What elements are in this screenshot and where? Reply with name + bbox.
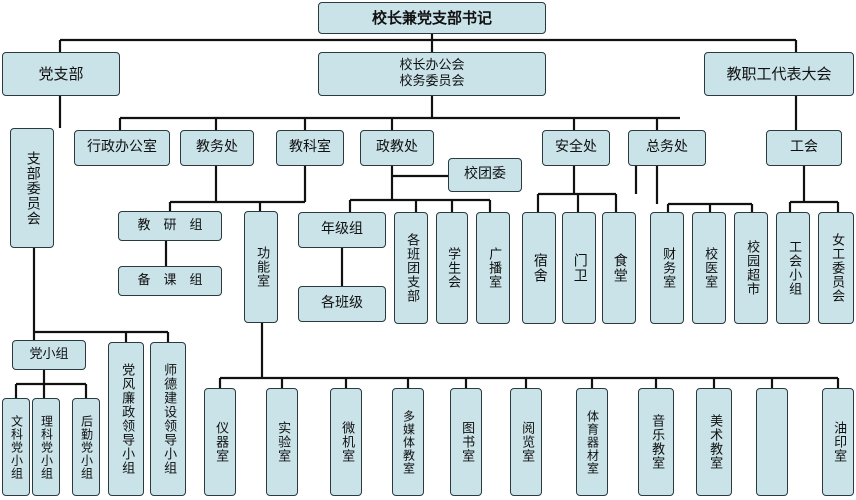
node-function-rooms-label: 功能室 <box>254 246 270 288</box>
node-clinic: 校医室 <box>692 212 726 324</box>
node-party-branch-label: 党支部 <box>38 64 84 83</box>
node-music-room: 音乐教室 <box>638 388 674 496</box>
node-computer-room: 微机室 <box>330 388 362 496</box>
node-lesson-prep-group-label: 备 课 组 <box>137 272 203 288</box>
node-arts-party-group: 文科党小组 <box>2 398 30 496</box>
node-lab-label: 实验室 <box>275 421 291 463</box>
node-canteen-label: 食堂 <box>611 253 628 283</box>
node-party-group-label: 党小组 <box>29 346 69 362</box>
node-union-group: 工会小组 <box>776 212 810 324</box>
node-instrument-room-label: 仪器室 <box>213 421 229 463</box>
node-admin-office: 行政办公室 <box>74 130 170 166</box>
node-union-group-label: 工会小组 <box>786 240 802 296</box>
node-sports-room-label: 体育器材室 <box>585 409 600 475</box>
node-canteen: 食堂 <box>602 212 636 324</box>
node-computer-room-label: 微机室 <box>339 421 355 463</box>
node-youth-league-label: 校团委 <box>464 166 506 183</box>
node-academic-affairs-label: 教务处 <box>196 139 238 156</box>
node-research-office: 教科室 <box>276 130 344 166</box>
node-arts-party-group-label: 文科党小组 <box>9 414 24 480</box>
node-political-office: 政教处 <box>360 130 434 166</box>
node-party-branch: 党支部 <box>2 52 120 96</box>
node-library: 图书室 <box>450 388 482 496</box>
node-security-office: 安全处 <box>542 130 610 166</box>
node-general-affairs: 总务处 <box>628 130 706 166</box>
node-library-label: 图书室 <box>459 421 475 463</box>
node-broadcast-room-label: 广播室 <box>486 247 502 289</box>
node-teaching-research-group-label: 教 研 组 <box>137 217 203 233</box>
node-supermarket: 校园超市 <box>734 212 768 324</box>
node-finance-room-label: 财务室 <box>660 247 676 289</box>
node-multimedia-room-label: 多媒体教室 <box>401 409 416 475</box>
node-broadcast-room: 广播室 <box>476 212 510 324</box>
node-integrity-group: 党风廉政领导小组 <box>108 342 144 496</box>
node-security-office-label: 安全处 <box>555 139 597 156</box>
node-party-group: 党小组 <box>12 340 86 370</box>
node-clinic-label: 校医室 <box>702 247 718 289</box>
node-logistics-party-group: 后勤党小组 <box>72 398 100 496</box>
node-printing-room: 油印室 <box>822 388 854 496</box>
node-art-room-label: 美术教室 <box>707 414 723 470</box>
node-music-room-label: 音乐教室 <box>649 414 665 470</box>
node-art-room: 美术教室 <box>696 388 732 496</box>
node-league-branches-label: 各班团支部 <box>404 233 420 303</box>
node-logistics-party-group-label: 后勤党小组 <box>79 414 94 480</box>
node-office-meeting-label: 校长办公会 校务委员会 <box>399 57 465 89</box>
node-integrity-group-label: 党风廉政领导小组 <box>119 363 135 475</box>
node-reading-room-label: 阅览室 <box>519 421 535 463</box>
node-political-office-label: 政教处 <box>376 139 418 156</box>
node-science-party-group-label: 理科党小组 <box>39 414 54 480</box>
node-office-meeting: 校长办公会 校务委员会 <box>318 52 546 96</box>
node-admin-office-label: 行政办公室 <box>87 139 157 156</box>
node-each-class: 各班级 <box>298 286 386 322</box>
node-reading-room: 阅览室 <box>510 388 542 496</box>
node-each-class-label: 各班级 <box>321 295 363 312</box>
node-research-office-label: 教科室 <box>289 139 331 156</box>
node-league-branches: 各班团支部 <box>394 212 428 324</box>
node-women-committee: 女工委员会 <box>818 212 854 324</box>
node-general-affairs-label: 总务处 <box>646 139 688 156</box>
node-sports-room: 体育器材室 <box>576 388 608 496</box>
node-principal: 校长兼党支部书记 <box>318 2 546 34</box>
node-student-union: 学生会 <box>436 212 468 324</box>
node-lesson-prep-group: 备 课 组 <box>118 266 222 296</box>
node-union: 工会 <box>766 130 842 166</box>
node-lab: 实验室 <box>266 388 298 496</box>
node-grade-group: 年级组 <box>298 212 386 248</box>
node-student-union-label: 学生会 <box>445 247 461 289</box>
node-union-label: 工会 <box>790 139 818 156</box>
node-ethics-group-label: 师德建设领导小组 <box>161 363 177 475</box>
node-function-rooms: 功能室 <box>244 211 278 323</box>
node-science-party-group: 理科党小组 <box>32 398 60 496</box>
node-staff-congress-label: 教职工代表大会 <box>726 64 832 83</box>
node-gate-guard: 门卫 <box>562 212 596 324</box>
node-branch-committee-label: 支部委员会 <box>24 150 41 226</box>
node-teaching-research-group: 教 研 组 <box>118 211 222 241</box>
node-principal-label: 校长兼党支部书记 <box>371 8 492 27</box>
node-academic-affairs: 教务处 <box>180 130 254 166</box>
node-printing-room-label: 油印室 <box>831 421 847 463</box>
node-dormitory: 宿舍 <box>522 212 556 324</box>
node-finance-room: 财务室 <box>650 212 684 324</box>
node-supermarket-label: 校园超市 <box>744 240 760 296</box>
node-branch-committee: 支部委员会 <box>10 128 54 248</box>
node-staff-congress: 教职工代表大会 <box>704 52 854 96</box>
node-grade-group-label: 年级组 <box>321 221 363 238</box>
node-dormitory-label: 宿舍 <box>531 253 548 283</box>
node-gate-guard-label: 门卫 <box>571 253 588 283</box>
node-women-committee-label: 女工委员会 <box>829 233 845 303</box>
node-ethics-group: 师德建设领导小组 <box>150 342 186 496</box>
node-blank-room <box>756 388 788 496</box>
node-youth-league: 校团委 <box>448 158 522 192</box>
node-multimedia-room: 多媒体教室 <box>392 388 424 496</box>
node-instrument-room: 仪器室 <box>204 388 236 496</box>
